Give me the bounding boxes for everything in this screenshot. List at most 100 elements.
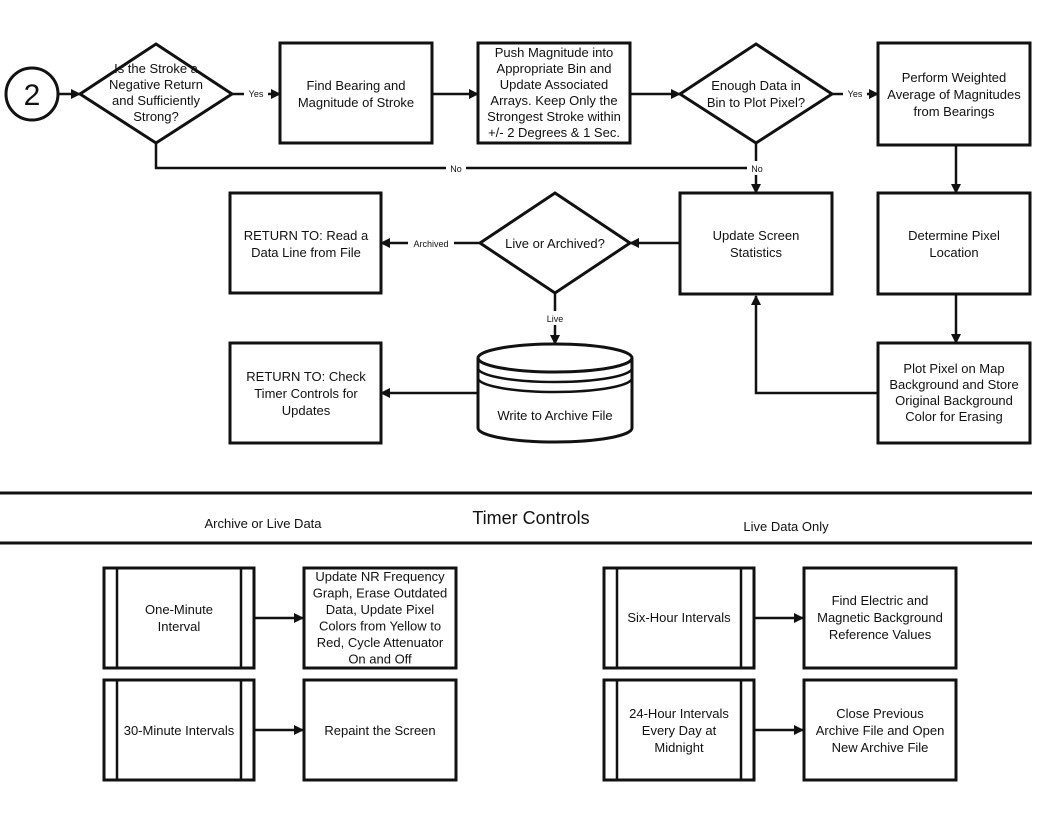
text-line: Background and Store <box>889 377 1018 392</box>
push-magnitude-shape <box>476 41 632 145</box>
text-line: Appropriate Bin and <box>497 61 612 76</box>
edge-labels: Yes Yes No No Archived Live <box>244 86 867 325</box>
return-check-shape <box>228 341 383 445</box>
text-line: One-Minute <box>145 602 213 617</box>
text-line: Graph, Erase Outdated <box>313 586 447 601</box>
one-minute-action-shape <box>302 566 458 670</box>
thirty-minute-action-shape <box>302 678 458 782</box>
text-line: Archive File and Open <box>816 723 945 738</box>
text-line: Close Previous <box>836 706 924 721</box>
text-line: Statistics <box>730 245 783 260</box>
text-line: Interval <box>158 619 201 634</box>
text-line: Update NR Frequency <box>315 569 445 584</box>
text-line: On and Off <box>348 652 412 667</box>
text-line: Every Day at <box>642 723 717 738</box>
text-line: Enough Data in <box>711 78 801 93</box>
text-line: Reference Values <box>829 627 932 642</box>
text-line: New Archive File <box>832 740 929 755</box>
edge-label-no: No <box>751 164 763 174</box>
six-hour-action-shape <box>802 566 958 670</box>
edge-label-yes: Yes <box>249 89 264 99</box>
decision-enough-data-shape <box>677 42 835 145</box>
text-line: Find Bearing and <box>306 78 405 93</box>
return-read-label: RETURN TO: Read a Data Line from File <box>244 228 369 260</box>
thirty-minute-label: 30-Minute Intervals <box>124 723 235 738</box>
text-line: 24-Hour Intervals <box>629 706 729 721</box>
text-line: RETURN TO: Check <box>246 369 366 384</box>
archive-or-live-header: Archive or Live Data <box>204 516 322 531</box>
text-line: Strong? <box>133 109 179 124</box>
edge-no-loop <box>154 143 756 170</box>
update-stats-shape <box>678 191 834 296</box>
archive-file-cylinder <box>476 342 634 444</box>
decision-live-label: Live or Archived? <box>505 236 605 251</box>
twenty-four-hour-process <box>602 678 756 782</box>
edge-label-live: Live <box>547 314 564 324</box>
text-line: from Bearings <box>914 104 995 119</box>
edge-label-yes: Yes <box>848 89 863 99</box>
text-line: Average of Magnitudes <box>887 87 1021 102</box>
text-line: Update Associated <box>500 77 608 92</box>
thirty-minute-action-label: Repaint the Screen <box>324 723 435 738</box>
text-line: Original Background <box>895 393 1013 408</box>
text-line: Bin to Plot Pixel? <box>707 95 805 110</box>
text-line: Plot Pixel on Map <box>903 361 1004 376</box>
text-line: RETURN TO: Read a <box>244 228 369 243</box>
decision-stroke-shape <box>77 42 235 145</box>
text-line: Midnight <box>654 740 704 755</box>
archive-file-label: Write to Archive File <box>497 408 612 423</box>
text-line: Magnetic Background <box>817 610 943 625</box>
text-line: Negative Return <box>109 77 203 92</box>
live-data-only-header: Live Data Only <box>743 519 829 534</box>
edge-label-no: No <box>450 164 462 174</box>
text-line: Magnitude of Stroke <box>298 95 414 110</box>
text-line: Perform Weighted <box>902 70 1007 85</box>
edge-label-archived: Archived <box>413 239 448 249</box>
text-line: Data Line from File <box>251 245 361 260</box>
text-line: Is the Stroke a <box>114 61 199 76</box>
one-minute-process <box>102 566 256 670</box>
text-line: Red, Cycle Attenuator <box>317 635 444 650</box>
thirty-minute-process <box>102 678 256 782</box>
find-bearing-shape <box>278 41 434 145</box>
text-line: and Sufficiently <box>112 93 200 108</box>
decision-live-shape <box>477 191 633 295</box>
text-line: Live or Archived? <box>505 236 605 251</box>
text-line: Find Electric and <box>832 593 929 608</box>
text-line: Arrays. Keep Only the <box>490 93 617 108</box>
text-line: Update Screen <box>713 228 800 243</box>
text-line: Data, Update Pixel <box>326 602 435 617</box>
twenty-four-action-shape <box>802 678 958 782</box>
six-hour-process <box>602 566 756 670</box>
text-line: Repaint the Screen <box>324 723 435 738</box>
determine-pixel-shape <box>876 191 1032 296</box>
edge-plot-to-stats <box>751 295 878 395</box>
text-line: Colors from Yellow to <box>319 619 441 634</box>
return-read-shape <box>228 191 383 295</box>
weighted-average-shape <box>876 41 1032 147</box>
text-line: +/- 2 Degrees & 1 Sec. <box>488 125 620 140</box>
text-line: Updates <box>282 403 331 418</box>
edges <box>58 89 961 398</box>
text-line: Push Magnitude into <box>495 45 614 60</box>
shapes <box>77 41 1032 445</box>
plot-pixel-shape <box>876 341 1032 445</box>
text-line: Strongest Stroke within <box>487 109 621 124</box>
text-line: Write to Archive File <box>497 408 612 423</box>
six-hour-label: Six-Hour Intervals <box>627 610 731 625</box>
text-line: 30-Minute Intervals <box>124 723 235 738</box>
text-line: Color for Erasing <box>905 409 1003 424</box>
